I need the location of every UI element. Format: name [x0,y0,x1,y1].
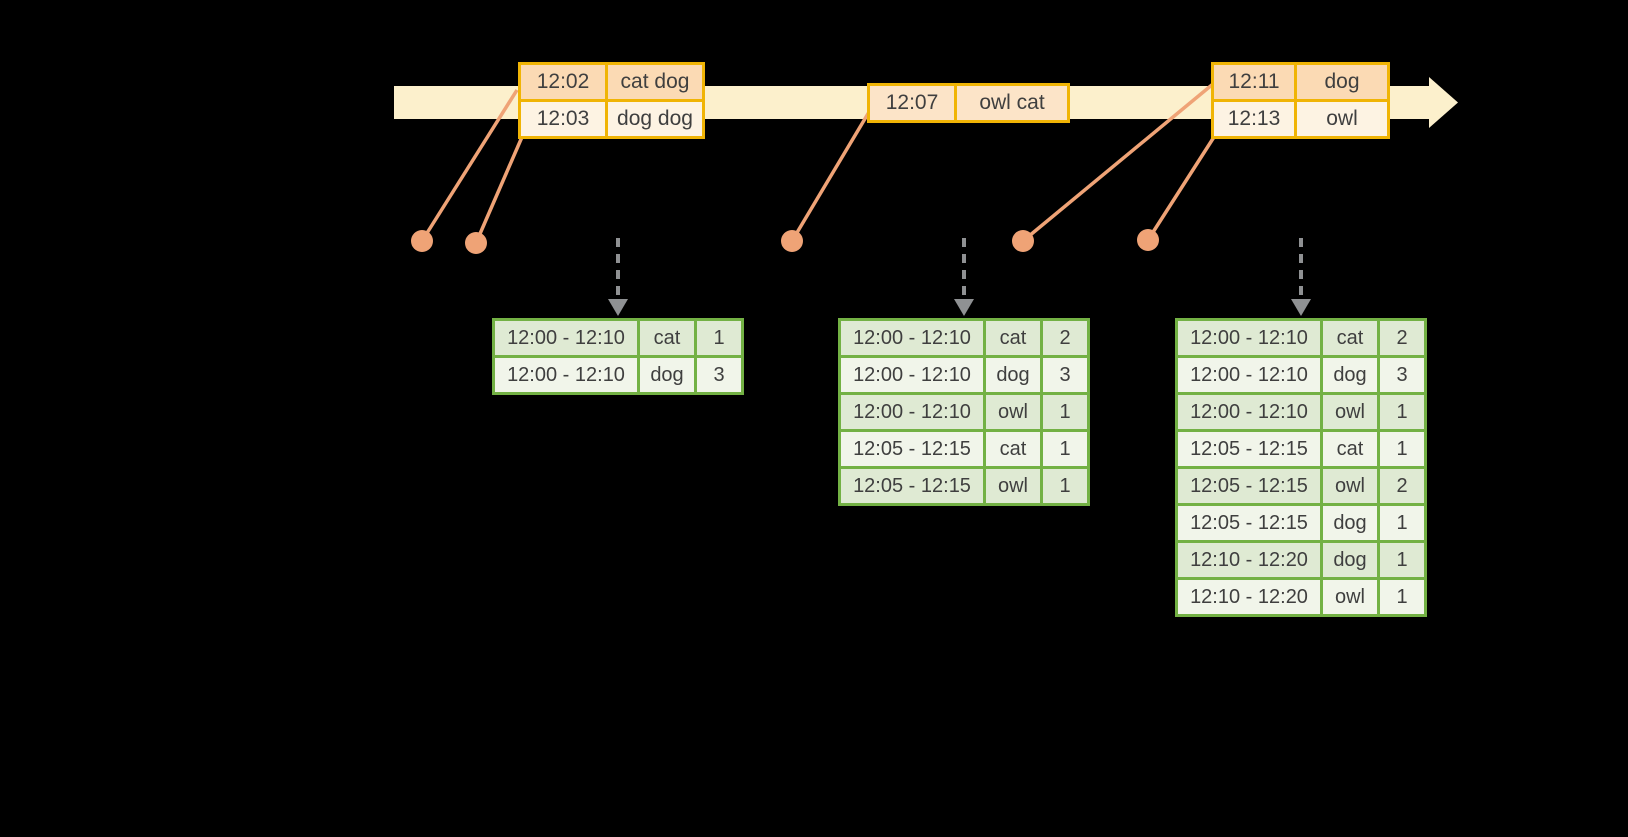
event-words-cell: dog dog [608,102,702,136]
count-cell: 2 [1380,321,1424,355]
word-cell: dog [1323,358,1377,392]
word-cell: dog [1323,506,1377,540]
stream-dot [1012,230,1034,252]
count-cell: 1 [1380,580,1424,614]
count-cell: 2 [1380,469,1424,503]
count-cell: 1 [697,321,741,355]
word-cell: cat [640,321,694,355]
window-cell: 12:00 - 12:10 [495,321,637,355]
count-cell: 1 [1043,395,1087,429]
connector-lines [420,82,1216,244]
count-cell: 1 [1043,432,1087,466]
stream-dot [465,232,487,254]
stream-dot [1137,229,1159,251]
word-cell: owl [1323,469,1377,503]
window-cell: 12:05 - 12:15 [841,432,983,466]
window-cell: 12:00 - 12:10 [495,358,637,392]
event-words-cell: owl [1297,102,1387,136]
trigger-arrows [616,238,1303,301]
event-table-2: 12:07 owl cat [867,83,1070,123]
connector-line [420,89,519,242]
count-cell: 2 [1043,321,1087,355]
window-cell: 12:05 - 12:15 [1178,469,1320,503]
event-time-cell: 12:07 [870,86,954,120]
word-cell: dog [640,358,694,392]
event-words-cell: dog [1297,65,1387,99]
event-table-1: 12:02 cat dog 12:03 dog dog [518,62,705,139]
arrow-down-icon [608,299,628,316]
word-cell: cat [986,321,1040,355]
window-cell: 12:05 - 12:15 [1178,432,1320,466]
window-cell: 12:00 - 12:10 [1178,395,1320,429]
arrow-down-icon [954,299,974,316]
count-cell: 3 [1043,358,1087,392]
window-cell: 12:00 - 12:10 [841,321,983,355]
connector-line [474,136,524,244]
count-cell: 3 [1380,358,1424,392]
connector-line [1021,82,1215,243]
stream-dot [411,230,433,252]
count-cell: 1 [1380,506,1424,540]
word-cell: cat [986,432,1040,466]
connector-line [790,111,871,242]
window-cell: 12:00 - 12:10 [1178,358,1320,392]
result-table-1: 12:00 - 12:10 cat 1 12:00 - 12:10 dog 3 [492,318,744,395]
arrow-down-icon [1291,299,1311,316]
word-cell: cat [1323,321,1377,355]
trigger-arrowheads [608,299,1311,316]
word-cell: dog [986,358,1040,392]
count-cell: 1 [1380,432,1424,466]
word-cell: owl [986,469,1040,503]
window-cell: 12:00 - 12:10 [1178,321,1320,355]
count-cell: 1 [1043,469,1087,503]
window-cell: 12:10 - 12:20 [1178,580,1320,614]
event-time-cell: 12:13 [1214,102,1294,136]
window-cell: 12:05 - 12:15 [841,469,983,503]
count-cell: 1 [1380,395,1424,429]
word-cell: owl [986,395,1040,429]
word-cell: owl [1323,580,1377,614]
window-cell: 12:05 - 12:15 [1178,506,1320,540]
event-table-3: 12:11 dog 12:13 owl [1211,62,1390,139]
event-words-cell: cat dog [608,65,702,99]
word-cell: owl [1323,395,1377,429]
result-table-2: 12:00 - 12:10 cat 2 12:00 - 12:10 dog 3 … [838,318,1090,506]
count-cell: 1 [1380,543,1424,577]
word-cell: cat [1323,432,1377,466]
event-words-cell: owl cat [957,86,1067,120]
result-table-3: 12:00 - 12:10 cat 2 12:00 - 12:10 dog 3 … [1175,318,1427,617]
stream-dots [411,229,1159,254]
timeline-arrowhead-icon [1429,77,1458,128]
window-cell: 12:10 - 12:20 [1178,543,1320,577]
word-cell: dog [1323,543,1377,577]
stream-dot [781,230,803,252]
count-cell: 3 [697,358,741,392]
window-cell: 12:00 - 12:10 [841,395,983,429]
window-cell: 12:00 - 12:10 [841,358,983,392]
event-time-cell: 12:03 [521,102,605,136]
connector-line [1146,136,1216,241]
event-time-cell: 12:02 [521,65,605,99]
event-time-cell: 12:11 [1214,65,1294,99]
